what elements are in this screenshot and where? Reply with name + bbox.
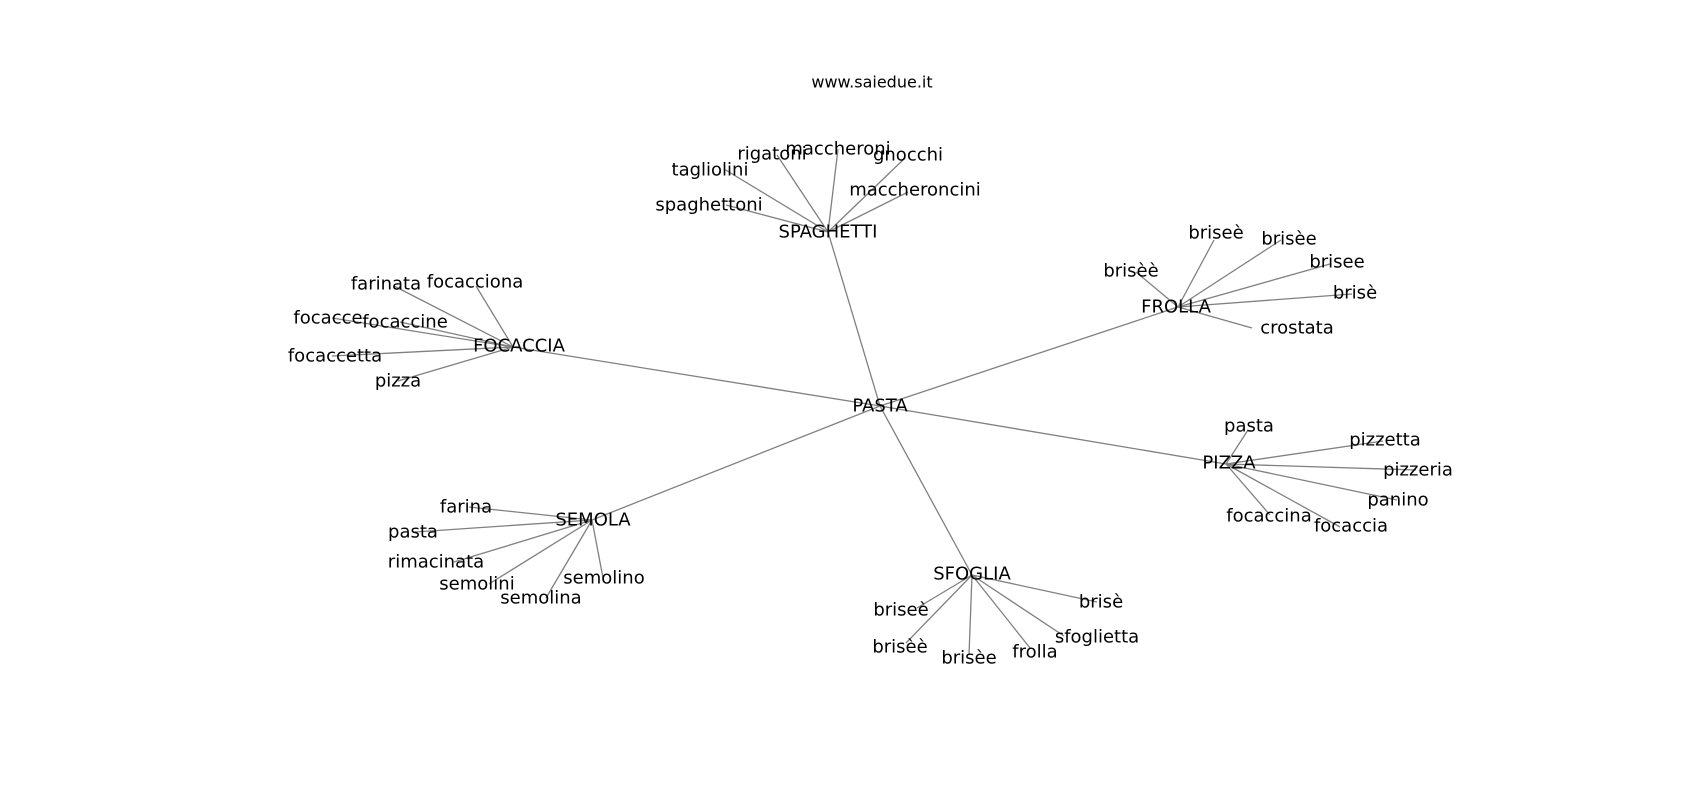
edge-focaccia-4 xyxy=(331,346,514,357)
edge-root-frolla xyxy=(879,306,1179,407)
edge-frolla-3 xyxy=(1177,263,1331,308)
node-leaf-focaccia-3: focaccine xyxy=(362,312,448,333)
node-leaf-spaghetti-3: maccheroni xyxy=(785,139,890,160)
node-hub-pizza: PIZZA xyxy=(1202,453,1256,474)
edge-pizza-3 xyxy=(1225,463,1398,501)
node-leaf-semola-0: farina xyxy=(440,497,492,518)
edge-focaccia-2 xyxy=(331,317,514,348)
node-leaf-pizza-1: pizzetta xyxy=(1349,430,1421,451)
edge-sfoglia-2 xyxy=(968,574,973,656)
node-leaf-pizza-2: pizzeria xyxy=(1383,460,1453,481)
node-leaf-spaghetti-1: tagliolini xyxy=(672,160,749,181)
edges-layer xyxy=(331,148,1417,656)
edge-spaghetti-4 xyxy=(827,157,906,233)
node-leaf-semola-1: pasta xyxy=(388,522,438,543)
edge-pizza-4 xyxy=(1225,463,1271,516)
edge-root-focaccia xyxy=(512,346,881,407)
edge-root-semola xyxy=(591,405,881,521)
node-leaf-sfoglia-5: brisè xyxy=(1079,592,1123,613)
node-leaf-sfoglia-0: briseè xyxy=(873,600,928,621)
edge-root-spaghetti xyxy=(827,231,881,407)
edge-pizza-5 xyxy=(1225,463,1341,528)
edge-frolla-5 xyxy=(1177,306,1253,329)
edge-sfoglia-5 xyxy=(971,574,1098,603)
edge-spaghetti-2 xyxy=(776,154,829,233)
node-root: PASTA xyxy=(852,396,908,417)
node-leaf-sfoglia-2: brisèe xyxy=(941,648,996,669)
node-leaf-frolla-0: brisèè xyxy=(1103,261,1158,282)
diagram-title: www.saiedue.it xyxy=(811,73,932,92)
node-leaf-semola-5: semolino xyxy=(563,568,644,589)
edge-focaccia-3 xyxy=(399,321,514,348)
node-leaf-focaccia-5: pizza xyxy=(375,371,421,392)
edge-sfoglia-3 xyxy=(971,574,1031,649)
node-leaf-focaccia-4: focaccetta xyxy=(288,346,382,367)
edge-frolla-1 xyxy=(1177,239,1215,308)
node-leaf-focaccia-0: farinata xyxy=(351,274,421,295)
node-leaf-focaccia-1: focacciona xyxy=(427,272,524,293)
node-leaf-sfoglia-1: brisèè xyxy=(872,637,927,658)
node-hub-sfoglia: SFOGLIA xyxy=(933,564,1011,585)
node-leaf-sfoglia-4: sfoglietta xyxy=(1055,627,1139,648)
node-leaf-sfoglia-3: frolla xyxy=(1012,642,1057,663)
edge-semola-2 xyxy=(453,519,593,563)
edge-frolla-4 xyxy=(1177,293,1353,308)
node-leaf-frolla-3: brisee xyxy=(1309,252,1364,273)
node-leaf-pizza-0: pasta xyxy=(1224,416,1274,437)
node-hub-frolla: FROLLA xyxy=(1141,297,1211,318)
node-leaf-semola-3: semolini xyxy=(439,574,514,595)
edge-pizza-1 xyxy=(1225,440,1384,465)
edge-semola-5 xyxy=(591,519,604,579)
node-leaf-spaghetti-4: gnocchi xyxy=(873,145,943,166)
node-hub-semola: SEMOLA xyxy=(555,510,631,531)
edge-semola-4 xyxy=(545,519,593,599)
edge-frolla-2 xyxy=(1177,239,1282,308)
node-leaf-frolla-1: briseè xyxy=(1188,223,1243,244)
edge-spaghetti-3 xyxy=(827,148,839,233)
node-leaf-semola-4: semolina xyxy=(500,588,581,609)
node-leaf-spaghetti-0: spaghettoni xyxy=(655,195,762,216)
node-leaf-pizza-4: focaccina xyxy=(1226,506,1312,527)
node-leaf-frolla-5: crostata xyxy=(1260,318,1333,339)
edge-root-pizza xyxy=(879,405,1227,465)
edge-root-sfoglia xyxy=(879,405,973,576)
edge-frolla-0 xyxy=(1135,271,1179,308)
edge-spaghetti-1 xyxy=(723,168,829,233)
edge-spaghetti-0 xyxy=(725,204,829,233)
edge-semola-0 xyxy=(468,506,593,521)
edge-sfoglia-0 xyxy=(916,574,973,609)
edge-focaccia-0 xyxy=(393,285,514,348)
edge-pizza-0 xyxy=(1225,429,1249,465)
node-leaf-frolla-4: brisè xyxy=(1333,283,1377,304)
edge-focaccia-1 xyxy=(475,285,514,348)
node-leaf-pizza-3: panino xyxy=(1367,490,1428,511)
labels-layer: PASTA SPAGHETTI spaghettoni tagliolinirigat… xyxy=(288,139,1453,669)
edge-spaghetti-5 xyxy=(827,191,909,233)
edge-pizza-2 xyxy=(1225,463,1417,471)
edge-sfoglia-1 xyxy=(905,574,973,644)
node-hub-spaghetti: SPAGHETTI xyxy=(779,222,878,243)
node-leaf-focaccia-2: focacce xyxy=(293,308,362,329)
edge-sfoglia-4 xyxy=(971,574,1065,637)
node-leaf-spaghetti-5: maccheroncini xyxy=(849,180,981,201)
edge-semola-3 xyxy=(488,519,593,585)
edge-semola-1 xyxy=(414,519,593,533)
node-leaf-pizza-5: focaccia xyxy=(1314,516,1388,537)
node-leaf-frolla-2: brisèe xyxy=(1261,229,1316,250)
edge-focaccia-5 xyxy=(397,346,514,382)
node-hub-focaccia: FOCACCIA xyxy=(473,336,566,357)
node-leaf-spaghetti-2: rigatoni xyxy=(737,144,806,165)
node-leaf-semola-2: rimacinata xyxy=(388,552,484,573)
